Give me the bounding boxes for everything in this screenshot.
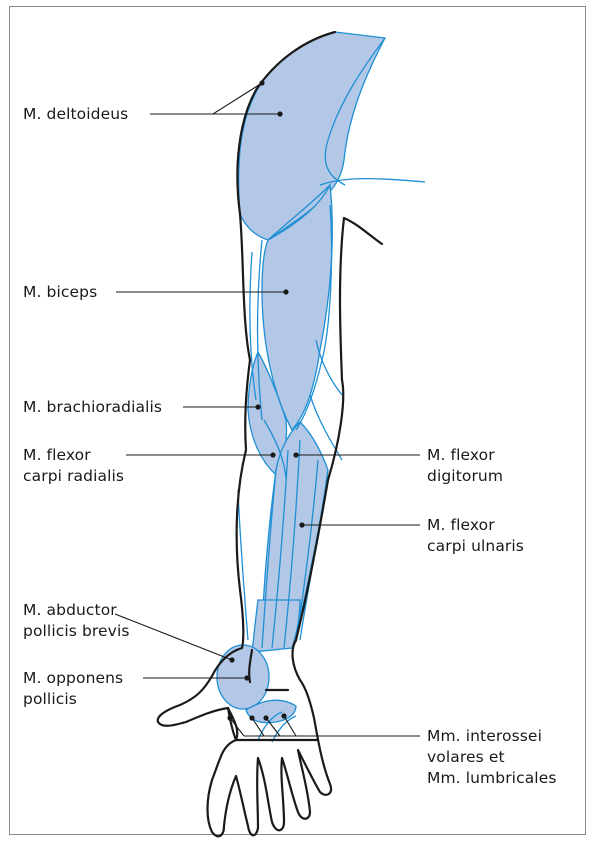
label-interossei-line1: Mm. interossei	[427, 726, 557, 747]
label-interossei-line3: Mm. lumbricales	[427, 768, 557, 789]
label-flexor-digitorum: M. flexor digitorum	[427, 445, 503, 487]
label-abductor-pollicis-brevis-line1: M. abductor	[23, 600, 130, 621]
label-flexor-carpi-ulnaris: M. flexor carpi ulnaris	[427, 515, 524, 557]
label-opponens-pollicis-line2: pollicis	[23, 689, 123, 710]
label-flexor-digitorum-line1: M. flexor	[427, 445, 503, 466]
label-abductor-pollicis-brevis: M. abductor pollicis brevis	[23, 600, 130, 642]
thenar-muscle	[217, 645, 269, 709]
label-flexor-carpi-radialis-line1: M. flexor	[23, 445, 124, 466]
label-opponens-pollicis: M. opponens pollicis	[23, 668, 123, 710]
label-flexor-carpi-ulnaris-line1: M. flexor	[427, 515, 524, 536]
label-biceps: M. biceps	[23, 282, 97, 303]
label-abductor-pollicis-brevis-line2: pollicis brevis	[23, 621, 130, 642]
label-flexor-carpi-ulnaris-line2: carpi ulnaris	[427, 536, 524, 557]
label-interossei-lumbricales: Mm. interossei volares et Mm. lumbricale…	[427, 726, 557, 789]
label-flexor-digitorum-line2: digitorum	[427, 466, 503, 487]
label-flexor-carpi-radialis-line2: carpi radialis	[23, 466, 124, 487]
label-brachioradialis: M. brachioradialis	[23, 397, 162, 418]
label-opponens-pollicis-line1: M. opponens	[23, 668, 123, 689]
label-interossei-line2: volares et	[427, 747, 557, 768]
label-deltoideus: M. deltoideus	[23, 104, 128, 125]
label-flexor-carpi-radialis: M. flexor carpi radialis	[23, 445, 124, 487]
